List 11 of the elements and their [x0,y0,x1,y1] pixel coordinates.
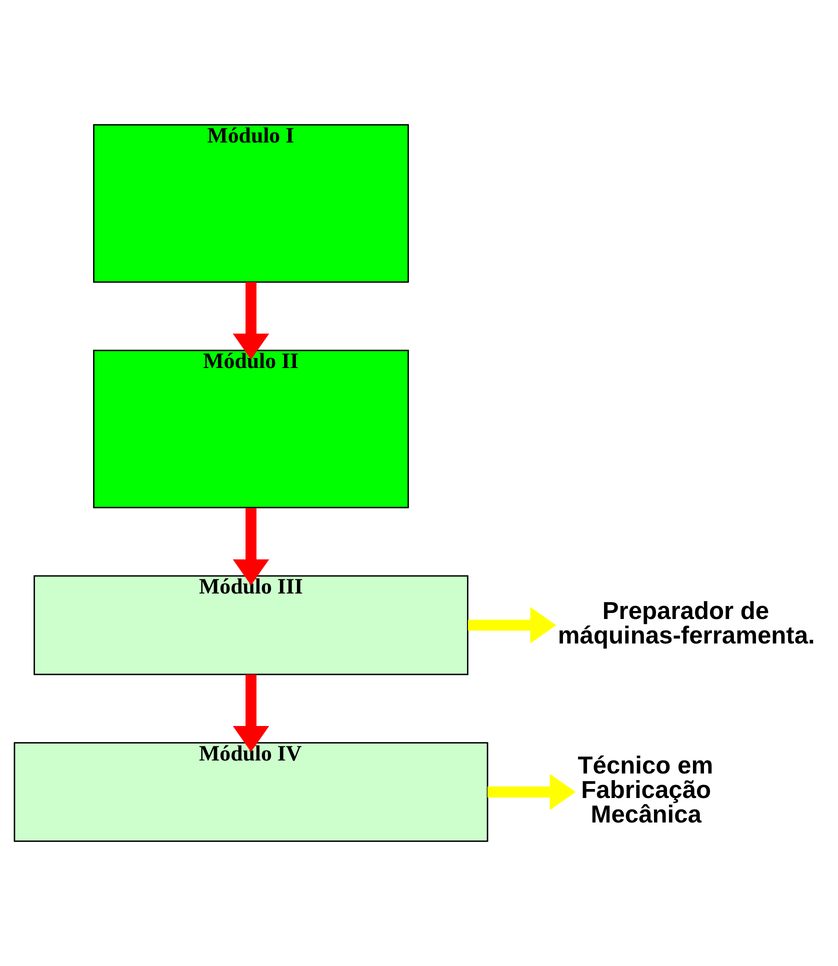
node-text: Técnico em Fabricação Mecânica [577,752,713,829]
arrow [467,607,556,644]
node-box: Módulo IV [13,742,488,842]
node-text: Preparador de máquinas-ferramenta. [557,598,814,650]
node-box: Módulo III [33,575,468,676]
arrow [232,282,269,360]
arrow [232,674,269,752]
node-box: Módulo II [92,350,408,508]
arrow [487,774,576,810]
arrow [232,508,269,586]
node-box: Módulo I [92,124,408,283]
